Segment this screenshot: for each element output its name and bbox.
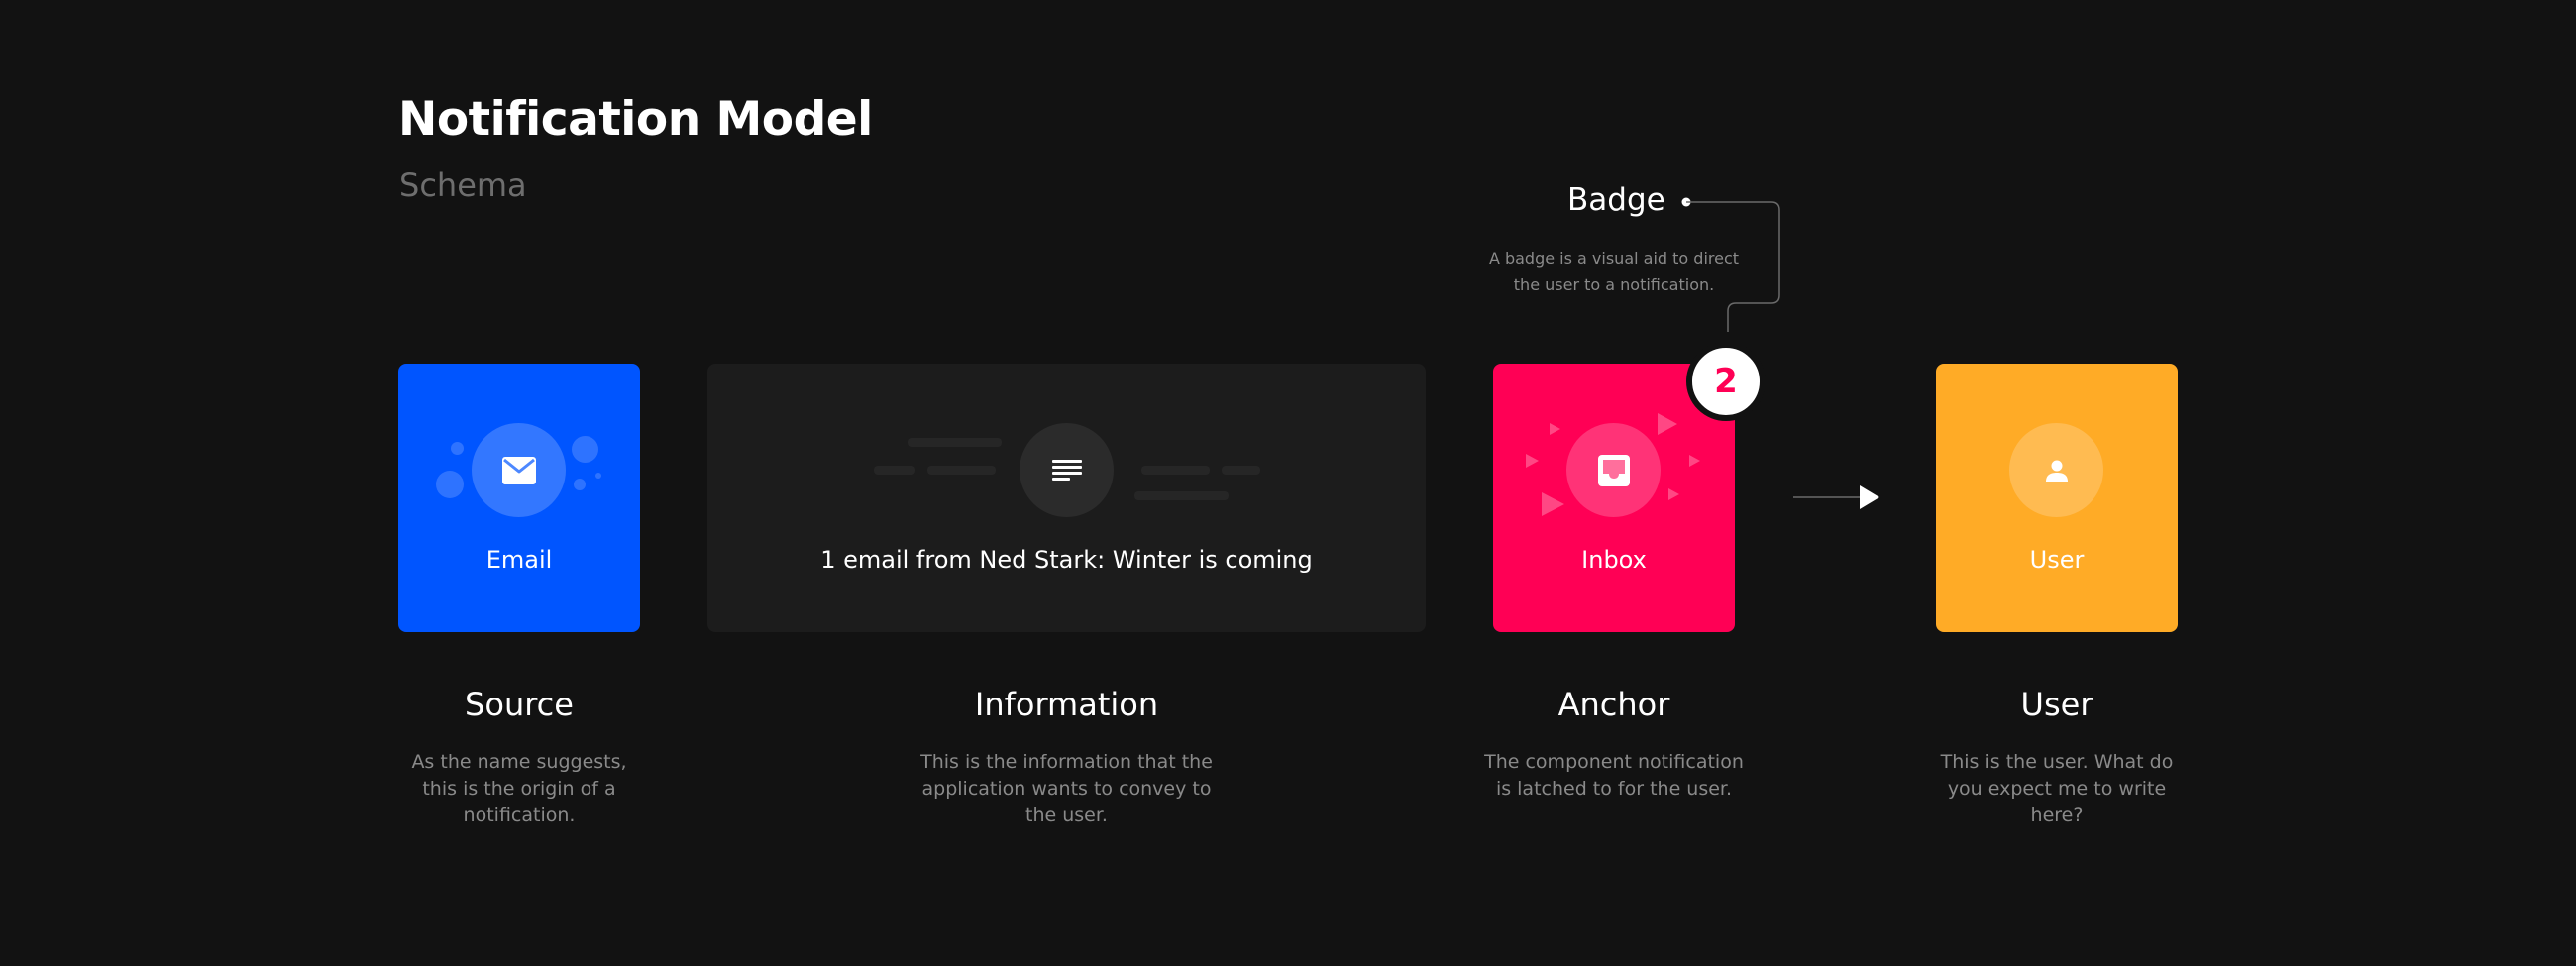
page-subtitle: Schema (399, 166, 527, 204)
mail-icon (501, 456, 536, 484)
inbox-card-label: Inbox (1581, 546, 1647, 574)
placeholder-bar (927, 466, 996, 475)
source-description: As the name suggests, this is the origin… (411, 751, 627, 826)
decor-dot (595, 473, 601, 479)
person-icon (2045, 460, 2068, 482)
decor-triangle (1658, 413, 1677, 435)
placeholder-bar (908, 438, 1002, 447)
email-card-label: Email (485, 546, 553, 574)
information-title: Information (974, 686, 1159, 723)
page-title: Notification Model (398, 92, 873, 147)
arrow-head (1860, 485, 1879, 509)
notification-badge: 2 (1686, 342, 1766, 421)
user-icon-circle (2009, 423, 2103, 517)
text-lines-icon (1051, 459, 1082, 481)
anchor-title: Anchor (1557, 686, 1670, 723)
information-description: This is the information that the applica… (920, 751, 1213, 826)
decor-dot (574, 479, 586, 490)
placeholder-bar (874, 466, 915, 475)
email-icon-circle (472, 423, 566, 517)
decor-dot (572, 436, 598, 463)
information-card: 1 email from Ned Stark: Winter is coming (707, 364, 1426, 632)
information-card-label: 1 email from Ned Stark: Winter is coming (820, 546, 1313, 574)
decor-dot (436, 471, 464, 498)
inbox-icon-circle (1566, 423, 1661, 517)
decor-triangle (1542, 492, 1564, 516)
user-title: User (2020, 686, 2093, 723)
email-card: Email (398, 364, 640, 632)
source-title: Source (465, 686, 574, 723)
decor-dot (451, 442, 464, 455)
placeholder-bar (1134, 491, 1229, 500)
inbox-icon (1597, 454, 1630, 486)
placeholder-bar (1222, 466, 1260, 475)
anchor-description: The component notification is latched to… (1484, 751, 1744, 800)
inbox-card: Inbox (1493, 364, 1735, 632)
user-description: This is the user. What do you expect me … (1940, 751, 2174, 826)
badge-callout-title: Badge (1567, 182, 1665, 218)
decor-triangle (1526, 454, 1539, 468)
decor-triangle (1689, 455, 1700, 467)
user-card: User (1936, 364, 2178, 632)
placeholder-bar (1141, 466, 1210, 475)
callout-dot (1681, 197, 1691, 207)
badge-callout-description: A badge is a visual aid to direct the us… (1488, 249, 1740, 294)
decor-triangle (1550, 423, 1560, 435)
decor-triangle (1668, 488, 1679, 500)
user-card-label: User (2029, 546, 2085, 574)
info-icon-circle (1020, 423, 1114, 517)
